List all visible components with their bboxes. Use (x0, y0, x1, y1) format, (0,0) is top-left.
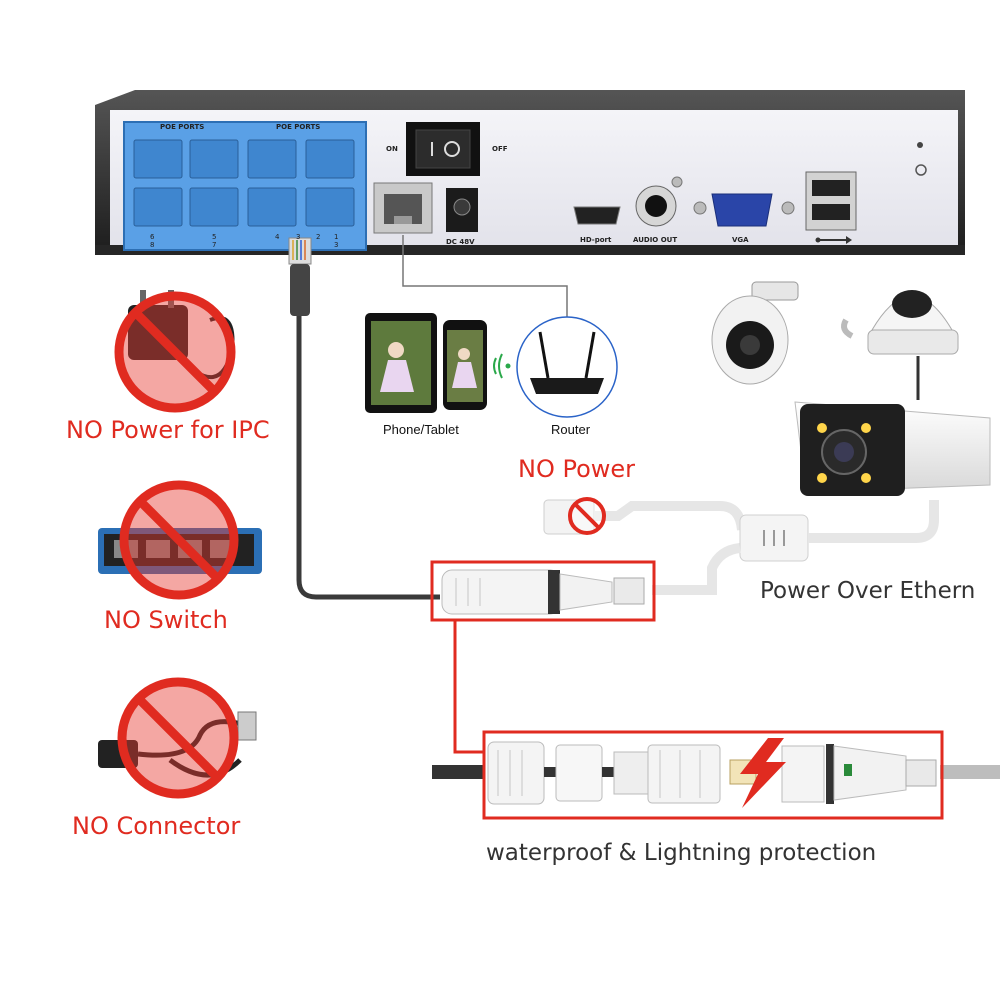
no-connector-label: NO Connector (72, 812, 241, 840)
no-switch-label: NO Switch (104, 606, 228, 634)
port-number: 2 (316, 233, 321, 241)
port-number: 6 (150, 233, 155, 241)
port-number: 3 (334, 241, 339, 249)
poe-port[interactable] (133, 139, 355, 227)
highlight-box-bottom (482, 730, 944, 820)
power-switch[interactable] (406, 122, 480, 176)
ptz-camera-image (711, 281, 799, 385)
dc-jack[interactable] (446, 188, 478, 232)
highlight-box-top (430, 560, 656, 622)
waterproof-connector-top (441, 569, 645, 615)
phone-tablet-label: Phone/Tablet (383, 422, 459, 437)
waterproof-connector-exploded (487, 741, 937, 805)
phone-image (443, 320, 487, 410)
no-sign-icon (568, 497, 606, 535)
port-number: 7 (212, 241, 217, 249)
no-power-label: NO Power (518, 455, 636, 483)
port-number: 5 (212, 233, 217, 241)
audio-out-label: AUDIO OUT (633, 236, 678, 244)
dome-camera-image (841, 290, 959, 355)
usb-icon (815, 236, 852, 244)
port-number: 4 (275, 233, 280, 241)
waterproof-caption: waterproof & Lightning protection (486, 840, 877, 866)
wifi-icon (493, 353, 511, 379)
ethernet-cable (296, 316, 440, 600)
poe-ports-label-right: POE PORTS (276, 123, 321, 131)
port-number: 1 (334, 233, 339, 241)
no-sign-icon (119, 480, 239, 600)
dc-label: DC 48V (446, 238, 475, 246)
on-label: ON (386, 145, 398, 153)
hd-port-label: HD-port (580, 236, 612, 244)
ground-screw (915, 142, 927, 176)
lightning-icon (740, 738, 786, 808)
bullet-camera-image (794, 401, 991, 496)
port-number: 3 (296, 233, 301, 241)
vga-port[interactable] (693, 193, 795, 227)
lan-port[interactable] (373, 182, 433, 234)
poe-ports-label-left: POE PORTS (160, 123, 205, 131)
usb-ports[interactable] (805, 171, 857, 231)
hdmi-port[interactable] (573, 206, 621, 225)
poe-caption: Power Over Ethern (760, 578, 976, 604)
no-sign-icon (117, 677, 239, 799)
off-label: OFF (492, 145, 508, 153)
no-sign-icon (114, 291, 236, 413)
rj45-plug-icon (288, 237, 312, 316)
vga-label: VGA (732, 236, 749, 244)
poe-splitter-cable (543, 499, 939, 595)
port-number: 8 (150, 241, 155, 249)
router-image (516, 316, 618, 418)
no-power-ipc-label: NO Power for IPC (66, 416, 270, 444)
lan-to-router-line (402, 235, 568, 320)
audio-out-port[interactable] (635, 176, 683, 227)
tablet-image (365, 313, 437, 413)
router-label: Router (551, 422, 591, 437)
red-link-line (453, 620, 484, 754)
